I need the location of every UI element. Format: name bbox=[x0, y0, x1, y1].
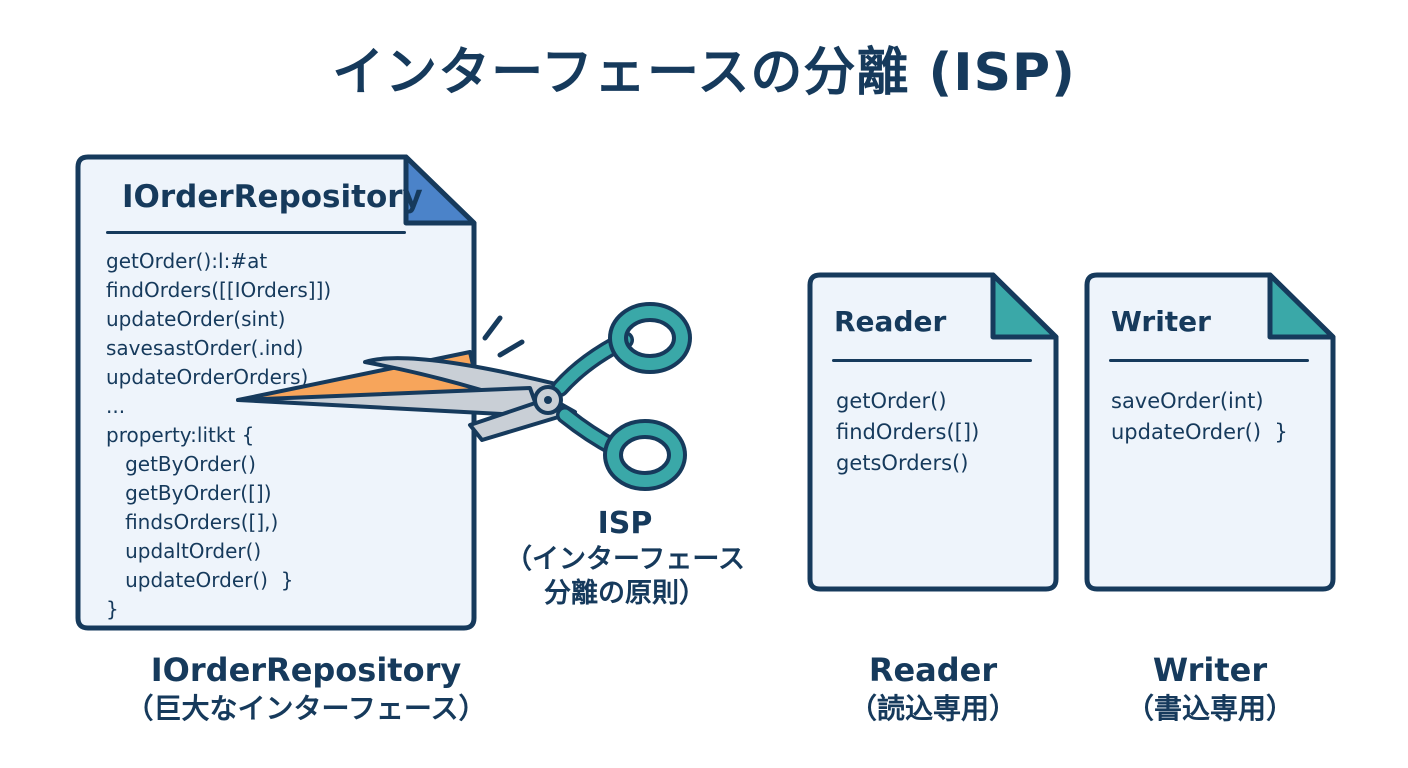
page-title: インターフェースの分離 (ISP) bbox=[332, 43, 1076, 103]
method-line: getsOrders() bbox=[836, 451, 969, 475]
caption-name: IOrderRepository bbox=[150, 651, 462, 689]
method-line: updateOrder(sint) bbox=[106, 307, 286, 331]
writer-caption: Writer （書込専用） bbox=[1085, 650, 1335, 728]
method-line: } bbox=[106, 597, 119, 621]
caption-desc: （読込専用） bbox=[848, 692, 1017, 725]
caption-desc: （書込専用） bbox=[1125, 692, 1294, 725]
caption-name: Writer bbox=[1152, 651, 1268, 689]
method-list: saveOrder(int) updateOrder() } bbox=[1111, 386, 1288, 448]
method-line: saveOrder(int) bbox=[1111, 389, 1264, 413]
method-line: getOrder() bbox=[836, 389, 947, 413]
document-icon bbox=[807, 272, 1059, 592]
method-line: updaltOrder() bbox=[106, 539, 262, 563]
reader-document: Reader getOrder() findOrders([]) getsOrd… bbox=[807, 272, 1059, 592]
header-divider bbox=[106, 231, 406, 234]
isp-label-title: ISP bbox=[597, 506, 653, 541]
method-line: updateOrderOrders) bbox=[106, 365, 309, 389]
method-line: getByOrder([]) bbox=[106, 481, 272, 505]
method-line: findsOrders([],) bbox=[106, 510, 279, 534]
isp-label: ISP （インターフェース 分離の原則） bbox=[470, 505, 780, 611]
method-line: savesastOrder(.ind) bbox=[106, 336, 304, 360]
isp-label-desc: 分離の原則） bbox=[544, 578, 706, 609]
method-line: getByOrder() bbox=[106, 452, 256, 476]
reader-caption: Reader （読込専用） bbox=[808, 650, 1058, 728]
writer-document: Writer saveOrder(int) updateOrder() } bbox=[1084, 272, 1336, 592]
document-icon bbox=[1084, 272, 1336, 592]
method-line: findOrders([[IOrders]]) bbox=[106, 278, 332, 302]
method-line: updateOrder() } bbox=[106, 568, 294, 592]
document-header: Reader bbox=[834, 305, 947, 338]
scissors-icon bbox=[236, 302, 692, 491]
method-line: updateOrder() } bbox=[1111, 420, 1288, 444]
header-divider bbox=[832, 359, 1032, 362]
isp-label-desc: （インターフェース bbox=[504, 544, 746, 575]
method-line: findOrders([]) bbox=[836, 420, 980, 444]
document-header: Writer bbox=[1111, 305, 1211, 338]
method-line: getOrder():l:#at bbox=[106, 249, 268, 273]
header-divider bbox=[1109, 359, 1309, 362]
interface-caption: IOrderRepository （巨大なインターフェース） bbox=[76, 650, 536, 728]
method-list: getOrder():l:#at findOrders([[IOrders]])… bbox=[106, 247, 331, 624]
document-header: IOrderRepository bbox=[122, 179, 423, 215]
method-line: property:litkt { bbox=[106, 423, 255, 447]
method-list: getOrder() findOrders([]) getsOrders() bbox=[836, 386, 979, 479]
caption-name: Reader bbox=[868, 651, 998, 689]
caption-desc: （巨大なインターフェース） bbox=[125, 692, 487, 725]
method-line: ... bbox=[106, 394, 126, 418]
